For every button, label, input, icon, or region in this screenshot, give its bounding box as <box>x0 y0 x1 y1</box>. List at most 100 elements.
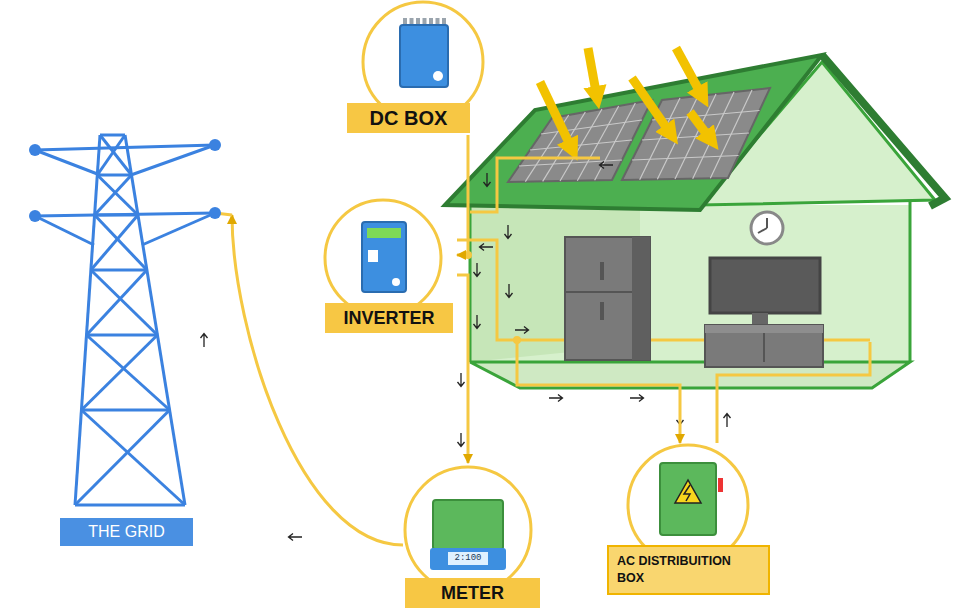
svg-svg <box>20 128 232 550</box>
svg-line <box>100 135 131 175</box>
svg-path <box>480 244 494 251</box>
svg-path <box>632 78 668 130</box>
svg-circle <box>209 139 221 151</box>
svg-rect <box>600 262 604 280</box>
svg-path <box>600 162 614 169</box>
svg-line <box>91 269 147 272</box>
svg-rect <box>752 313 768 325</box>
svg-path <box>515 327 529 334</box>
svg-line <box>35 213 215 216</box>
svg-polygon <box>445 55 822 210</box>
component-node: AC DISTRIBUITION BOX <box>605 443 773 595</box>
component-node: DC BOX <box>345 0 487 135</box>
svg-path <box>690 112 708 136</box>
svg-polygon <box>675 480 701 503</box>
svg-rect <box>718 478 723 492</box>
svg-line <box>530 140 632 150</box>
svg-rect <box>400 25 448 87</box>
svg-path <box>484 173 491 187</box>
svg-line <box>97 175 138 215</box>
svg-path <box>676 48 700 92</box>
svg-line <box>125 135 185 505</box>
label-box: AC DISTRIBUITION BOX <box>607 545 770 595</box>
svg-g <box>405 467 531 593</box>
svg-line <box>565 291 632 293</box>
svg-path <box>684 485 690 501</box>
svg-rect <box>565 237 650 360</box>
svg-line <box>86 335 169 410</box>
svg-line <box>642 133 749 140</box>
svg-path <box>724 414 731 428</box>
label-box: DC BOX <box>347 103 470 133</box>
svg-rect <box>433 500 503 550</box>
svg-path <box>474 263 481 277</box>
svg-path <box>588 48 596 92</box>
svg-polygon <box>470 205 910 362</box>
svg-circle <box>29 144 41 156</box>
svg-path <box>458 433 465 447</box>
component-node: INVERTER <box>323 198 457 335</box>
svg-rect <box>705 325 823 367</box>
svg-line <box>95 175 132 215</box>
svg-rect <box>660 463 716 535</box>
wire-connector <box>457 135 468 255</box>
svg-line <box>75 410 170 505</box>
svg-line <box>763 330 765 362</box>
svg-rect <box>710 258 820 313</box>
svg-line <box>35 216 94 245</box>
svg-line <box>86 334 157 337</box>
svg-line <box>100 134 125 137</box>
svg-line <box>75 135 100 505</box>
svg-circle <box>433 71 443 81</box>
svg-circle <box>209 207 221 219</box>
svg-rect <box>448 552 488 565</box>
svg-circle <box>392 278 400 286</box>
svg-rect <box>632 237 650 360</box>
svg-path <box>630 395 644 402</box>
svg-circle <box>751 212 783 244</box>
svg-rect <box>600 302 604 320</box>
svg-line <box>91 270 158 335</box>
svg-line <box>35 150 100 175</box>
svg-rect <box>367 228 401 238</box>
label-box: METER <box>405 578 540 608</box>
component-node: METER 2:100 <box>403 463 543 610</box>
wire-connector <box>457 275 468 463</box>
svg-path <box>505 225 512 239</box>
svg-polyline <box>470 158 600 212</box>
svg-path <box>458 373 465 387</box>
svg-rect <box>368 250 378 262</box>
svg-g <box>29 135 232 505</box>
svg-polyline <box>909 200 912 362</box>
svg-line <box>75 504 185 507</box>
svg-line <box>758 228 767 233</box>
svg-rect <box>362 222 406 292</box>
svg-line <box>95 215 147 270</box>
svg-rect <box>430 548 506 570</box>
svg-line <box>652 111 760 121</box>
component-node: THE GRID <box>20 128 232 550</box>
svg-line <box>81 335 157 410</box>
svg-line <box>35 145 215 150</box>
svg-rect <box>705 325 823 333</box>
svg-path <box>201 334 208 348</box>
label-box: INVERTER <box>325 303 453 333</box>
svg-line <box>131 145 215 175</box>
svg-g <box>325 200 441 316</box>
svg-line <box>81 410 185 505</box>
label-box: THE GRID <box>60 518 193 546</box>
svg-path <box>289 534 303 541</box>
svg-path <box>549 395 563 402</box>
svg-line <box>632 156 739 161</box>
meter-display: 2:100 <box>448 552 488 565</box>
svg-path <box>506 284 513 298</box>
svg-polyline <box>822 55 945 206</box>
svg-line <box>97 174 131 177</box>
svg-line <box>81 409 169 412</box>
svg-line <box>766 218 768 228</box>
svg-path <box>540 82 570 145</box>
svg-line <box>86 270 146 335</box>
svg-circle <box>405 467 531 593</box>
